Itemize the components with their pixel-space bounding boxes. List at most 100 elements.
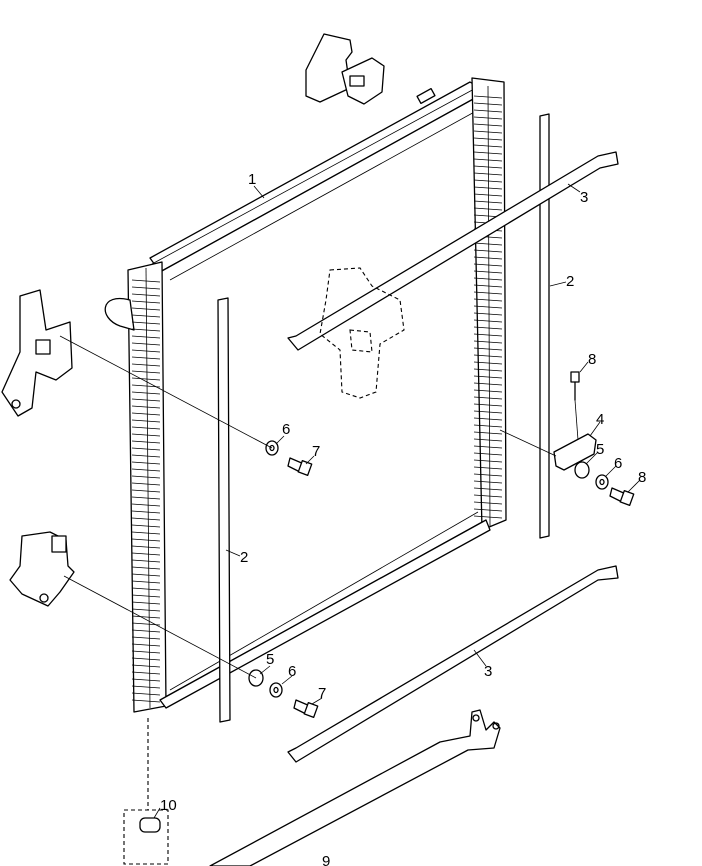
fin-line <box>131 531 161 535</box>
fin-line <box>131 517 161 521</box>
callout-leaders <box>153 183 641 819</box>
fin-line <box>131 580 161 584</box>
fin-line <box>473 326 503 330</box>
fin-line <box>131 643 161 647</box>
fin-line <box>473 473 503 477</box>
fin-line <box>473 305 503 309</box>
fin-line <box>473 130 503 134</box>
fin-line <box>131 405 161 409</box>
callout-10: 10 <box>160 797 177 814</box>
seal-strip-rear <box>539 113 550 539</box>
fin-line <box>473 333 503 337</box>
fin-line <box>473 158 503 162</box>
fin-line <box>473 438 503 442</box>
bolt-8-lower <box>609 487 635 506</box>
callout-7a: 7 <box>312 443 320 460</box>
phantom-bracket <box>319 267 405 399</box>
bracket-4 <box>553 433 597 471</box>
callout-8b: 8 <box>638 469 646 486</box>
fin-line <box>473 137 503 141</box>
fin-line <box>131 538 161 542</box>
fin-line <box>131 601 161 605</box>
fin-line <box>131 699 161 703</box>
nut-5-right <box>574 461 590 479</box>
fin-line <box>131 629 161 633</box>
fin-line <box>131 489 161 493</box>
fin-line <box>473 200 503 204</box>
fin-line <box>131 587 161 591</box>
seal-strip-front <box>217 297 231 723</box>
fin-line <box>473 494 503 498</box>
fin-line <box>473 312 503 316</box>
fin-line <box>131 657 161 661</box>
fin-line <box>473 354 503 358</box>
hose-clip-10 <box>123 809 169 865</box>
fin-line <box>473 424 503 428</box>
fin-line <box>473 249 503 253</box>
fin-line <box>131 426 161 430</box>
assembly-leader-lines <box>59 335 579 810</box>
callout-6a: 6 <box>282 421 290 438</box>
fin-line <box>473 361 503 365</box>
fin-line <box>473 144 503 148</box>
fin-line <box>131 468 161 472</box>
callout-3b: 3 <box>484 663 492 680</box>
fin-line <box>131 370 161 374</box>
fin-line <box>473 193 503 197</box>
fin-line <box>131 321 161 325</box>
fin-line <box>131 650 161 654</box>
fin-line <box>473 452 503 456</box>
fin-line <box>131 454 161 458</box>
callout-8a: 8 <box>588 351 596 368</box>
fin-line <box>473 172 503 176</box>
fin-line <box>473 95 503 99</box>
fin-line <box>131 475 161 479</box>
fin-line <box>473 109 503 113</box>
radiator-core <box>104 77 507 713</box>
fin-line <box>473 445 503 449</box>
fin-line <box>131 685 161 689</box>
fin-line <box>473 431 503 435</box>
callout-6c: 6 <box>614 455 622 472</box>
fin-line <box>131 293 161 297</box>
fin-line <box>131 307 161 311</box>
fin-line <box>473 123 503 127</box>
callout-9: 9 <box>322 853 330 866</box>
fin-line <box>473 207 503 211</box>
callout-5b: 5 <box>266 651 274 668</box>
fin-line <box>473 396 503 400</box>
fin-line <box>131 314 161 318</box>
callout-1: 1 <box>248 171 256 188</box>
fin-line <box>473 319 503 323</box>
fin-line <box>473 466 503 470</box>
fin-line <box>131 573 161 577</box>
fin-line <box>473 165 503 169</box>
fin-line <box>473 368 503 372</box>
fin-line <box>473 179 503 183</box>
fin-line <box>131 482 161 486</box>
callout-3a: 3 <box>580 189 588 206</box>
fin-line <box>131 678 161 682</box>
fin-line <box>473 480 503 484</box>
fin-line <box>473 256 503 260</box>
fin-line <box>473 116 503 120</box>
fin-line <box>131 391 161 395</box>
fin-line <box>473 291 503 295</box>
fin-line <box>473 410 503 414</box>
fin-line <box>473 501 503 505</box>
fin-line <box>473 151 503 155</box>
fin-line <box>473 515 503 519</box>
fin-line <box>131 496 161 500</box>
fin-line <box>131 342 161 346</box>
fin-line <box>131 356 161 360</box>
fin-line <box>131 664 161 668</box>
fin-line <box>131 503 161 507</box>
fin-line <box>131 608 161 612</box>
fin-line <box>473 284 503 288</box>
nut-5-lower <box>248 669 264 687</box>
fin-line <box>131 615 161 619</box>
fin-line <box>131 559 161 563</box>
fin-line <box>131 524 161 528</box>
left-upper-bracket <box>1 289 73 417</box>
